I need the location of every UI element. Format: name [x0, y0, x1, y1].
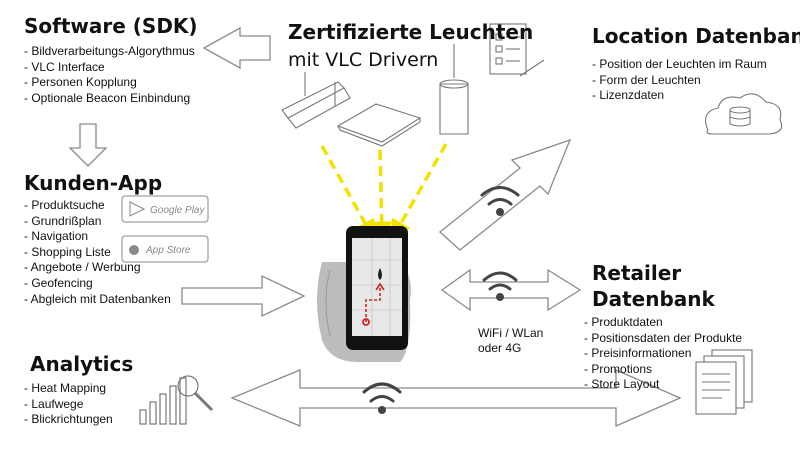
double-arrow-icon — [440, 268, 582, 312]
list-item: Store Layout — [584, 377, 742, 393]
ceiling-lamp-icon — [439, 44, 469, 135]
kunden-title: Kunden-App — [24, 171, 163, 195]
arrow-left-icon — [202, 26, 271, 70]
list-item: Laufwege — [24, 397, 113, 413]
wifi-icon — [482, 271, 518, 301]
ceiling-lamp-icon — [281, 72, 351, 129]
list-item: Produktsuche — [24, 198, 171, 214]
list-item: Heat Mapping — [24, 381, 113, 397]
wifi-note-line1: WiFi / WLan — [478, 326, 544, 340]
software-title: Software (SDK) — [24, 14, 198, 38]
list-item: Angebote / Werbung — [24, 260, 171, 276]
analytics-list: Heat Mapping Laufwege Blickrichtungen — [24, 381, 113, 428]
analytics-title: Analytics — [30, 352, 134, 376]
leuchten-subtitle: mit VLC Drivern — [288, 49, 439, 71]
list-item: Promotions — [584, 362, 742, 378]
list-item: Abgleich mit Datenbanken — [24, 292, 171, 308]
long-double-arrow-icon — [230, 369, 682, 427]
arrow-down-icon — [68, 123, 108, 167]
leuchten-title: Zertifizierte Leuchten — [288, 20, 534, 44]
list-item: Optionale Beacon Einbindung — [24, 91, 195, 107]
checklist-icon — [489, 23, 545, 77]
list-item: Grundrißplan — [24, 214, 171, 230]
retailer-title-line2: Datenbank — [592, 287, 715, 311]
list-item: Personen Kopplung — [24, 75, 195, 91]
smartphone-icon — [317, 226, 411, 362]
list-item: Blickrichtungen — [24, 412, 112, 428]
arrow-diagonal-icon — [438, 138, 572, 251]
arrow-right-icon — [181, 274, 306, 318]
retailer-title-line1: Retailer — [592, 261, 682, 285]
wifi-icon — [362, 382, 402, 414]
location-list: Position der Leuchten im Raum Form der L… — [592, 57, 767, 104]
list-item: Produktdaten — [584, 315, 742, 331]
list-item: Positionsdaten der Produkte — [584, 331, 742, 347]
wifi-note: WiFi / WLan oder 4G — [478, 326, 543, 356]
bar-chart-magnifier-icon — [139, 375, 214, 425]
list-item: Position der Leuchten im Raum — [592, 57, 766, 73]
location-title: Location Datenbank — [592, 24, 800, 48]
google-play-label: Google Play — [150, 205, 205, 216]
list-item: Preisinformationen — [584, 346, 742, 362]
light-rays — [320, 143, 448, 243]
list-item: Geofencing — [24, 276, 171, 292]
list-item: Navigation — [24, 229, 171, 245]
list-item: Bildverarbeitungs-Algorythmus — [24, 44, 194, 60]
software-list: Bildverarbeitungs-Algorythmus VLC Interf… — [24, 44, 195, 107]
list-item: Lizenzdaten — [592, 88, 767, 104]
wifi-icon — [480, 186, 520, 216]
list-item: Shopping Liste — [24, 245, 171, 261]
list-item: Form der Leuchten — [592, 73, 767, 89]
wifi-note-line2: oder 4G — [478, 341, 522, 355]
kunden-list: Produktsuche Grundrißplan Navigation Sho… — [24, 198, 171, 307]
list-item: VLC Interface — [24, 60, 195, 76]
retailer-title: Retailer Datenbank — [592, 260, 715, 312]
retailer-list: Produktdaten Positionsdaten der Produkte… — [584, 315, 742, 393]
ceiling-lamp-icon — [336, 103, 422, 147]
